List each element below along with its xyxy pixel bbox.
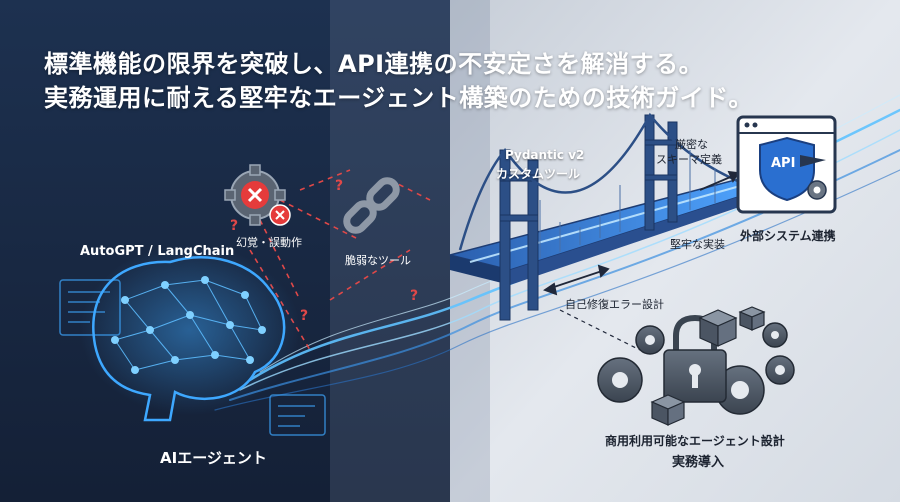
suspension-bridge-icon (449, 112, 763, 321)
external-system-label: 外部システム連携 (740, 229, 836, 243)
schema-label-line-1: 厳密な (675, 138, 708, 151)
agent-label: AIエージェント (160, 449, 267, 467)
robust-implementation-label: 堅牢な実装 (670, 238, 725, 251)
cubes-icon (650, 306, 766, 426)
api-shield-window-icon (736, 115, 837, 214)
hallucination-label: 幻覚・誤動作 (236, 236, 302, 249)
fragile-tool-label: 脆弱なツール (345, 254, 411, 267)
arrows (543, 170, 740, 296)
svg-text:?: ? (410, 288, 418, 304)
pydantic-label-line-2: カスタムツール (496, 167, 581, 181)
error-dashes (249, 169, 431, 351)
broken-chain-icon (343, 177, 400, 234)
headline-line-1: 標準機能の限界を突破し、API連携の不安定さを解消する。 (44, 50, 704, 78)
api-badge: API (771, 156, 796, 171)
svg-text:?: ? (300, 308, 308, 324)
commercial-design-label: 商用利用可能なエージェント設計 (605, 434, 785, 448)
practical-adoption-label: 実務導入 (672, 455, 725, 470)
warning-gear-icon (224, 164, 291, 226)
svg-text:?: ? (335, 178, 343, 194)
self-repair-label: 自己修復エラー設計 (565, 298, 664, 311)
pydantic-label-line-1: Pydantic v2 (505, 148, 585, 162)
headline-line-2: 実務運用に耐える堅牢なエージェント構築のための技術ガイド。 (44, 84, 753, 112)
gears-icon (597, 322, 795, 415)
brain-network-icon (59, 245, 326, 436)
framework-label: AutoGPT / LangChain (80, 244, 235, 259)
schema-label-line-2: スキーマ定義 (656, 153, 722, 166)
svg-text:?: ? (230, 218, 238, 234)
